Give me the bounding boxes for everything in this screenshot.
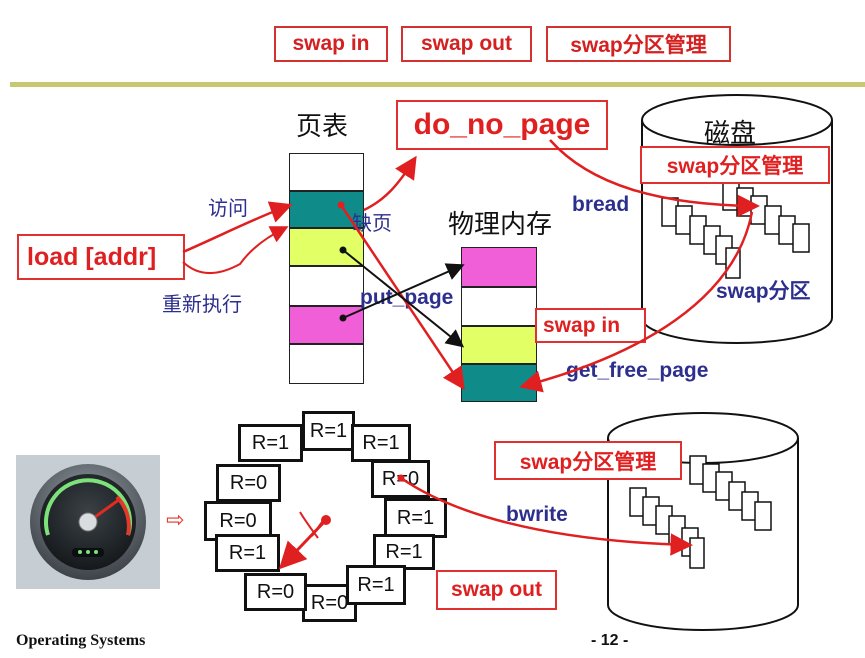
clock-entry: R=1 xyxy=(215,534,280,572)
page-table-entry xyxy=(289,344,364,384)
clock-entry: R=1 xyxy=(346,565,406,605)
arrow-right-icon: ⇨ xyxy=(166,508,185,533)
tab-swap-partition-mgmt[interactable]: swap分区管理 xyxy=(546,26,731,62)
header-divider xyxy=(10,82,865,87)
tab-swap-in[interactable]: swap in xyxy=(274,26,388,62)
swap-partition-label: swap分区 xyxy=(716,280,811,303)
clock-entry: R=1 xyxy=(238,424,303,462)
swap-mgmt-label-top: swap分区管理 xyxy=(640,146,830,184)
page-fault-arrow xyxy=(363,155,417,212)
physical-memory-title: 物理内存 xyxy=(448,210,553,240)
memory-frame-lime xyxy=(461,326,537,364)
clock-entry: R=0 xyxy=(244,573,307,611)
swap-in-arrow xyxy=(519,211,754,393)
page-table-entry-pink xyxy=(289,306,364,344)
reexecute-arrow xyxy=(182,226,289,275)
swap-in-box: swap in xyxy=(535,308,646,343)
disk-top xyxy=(641,94,833,344)
page-table-entry-lime xyxy=(289,228,364,266)
clock-rotation-mark xyxy=(299,511,323,539)
clock-entry: R=0 xyxy=(216,464,281,502)
clock-entry: R=1 xyxy=(373,534,435,570)
swap-out-box: swap out xyxy=(436,570,557,610)
read-disk-arrow xyxy=(549,139,760,218)
lime-mapping-arrow xyxy=(342,249,465,348)
tab-swap-out[interactable]: swap out xyxy=(401,26,532,62)
footer-page-number: - 12 - xyxy=(591,632,629,649)
gauge-image xyxy=(16,455,160,589)
access-arrow xyxy=(182,201,293,254)
reexecute-label: 重新执行 xyxy=(162,292,242,316)
clock-entry: R=1 xyxy=(384,498,447,538)
do-no-page-box: do_no_page xyxy=(396,100,608,150)
pink-mapping-arrow xyxy=(342,263,465,319)
memory-frame-pink xyxy=(461,247,537,287)
page-table-title: 页表 xyxy=(296,112,349,142)
disk-title: 磁盘 xyxy=(704,119,757,149)
bread-label: bread xyxy=(572,193,630,216)
swap-mgmt-label-bottom: swap分区管理 xyxy=(494,441,682,480)
page-table-entry xyxy=(289,266,364,306)
page-table-entry xyxy=(289,153,364,191)
memory-frame xyxy=(461,287,537,326)
bwrite-arrow xyxy=(400,476,693,556)
visit-label: 访问 xyxy=(208,196,248,220)
bwrite-label: bwrite xyxy=(506,503,568,526)
speedometer-icon xyxy=(30,464,146,580)
get-free-page-label: get_free_page xyxy=(566,359,709,382)
put-page-label: put_page xyxy=(360,286,454,309)
clock-entry: R=1 xyxy=(302,411,355,451)
teal-mapping-arrow xyxy=(339,204,465,391)
load-addr-box: load [addr] xyxy=(17,234,185,280)
footer-left: Operating Systems xyxy=(16,632,146,649)
